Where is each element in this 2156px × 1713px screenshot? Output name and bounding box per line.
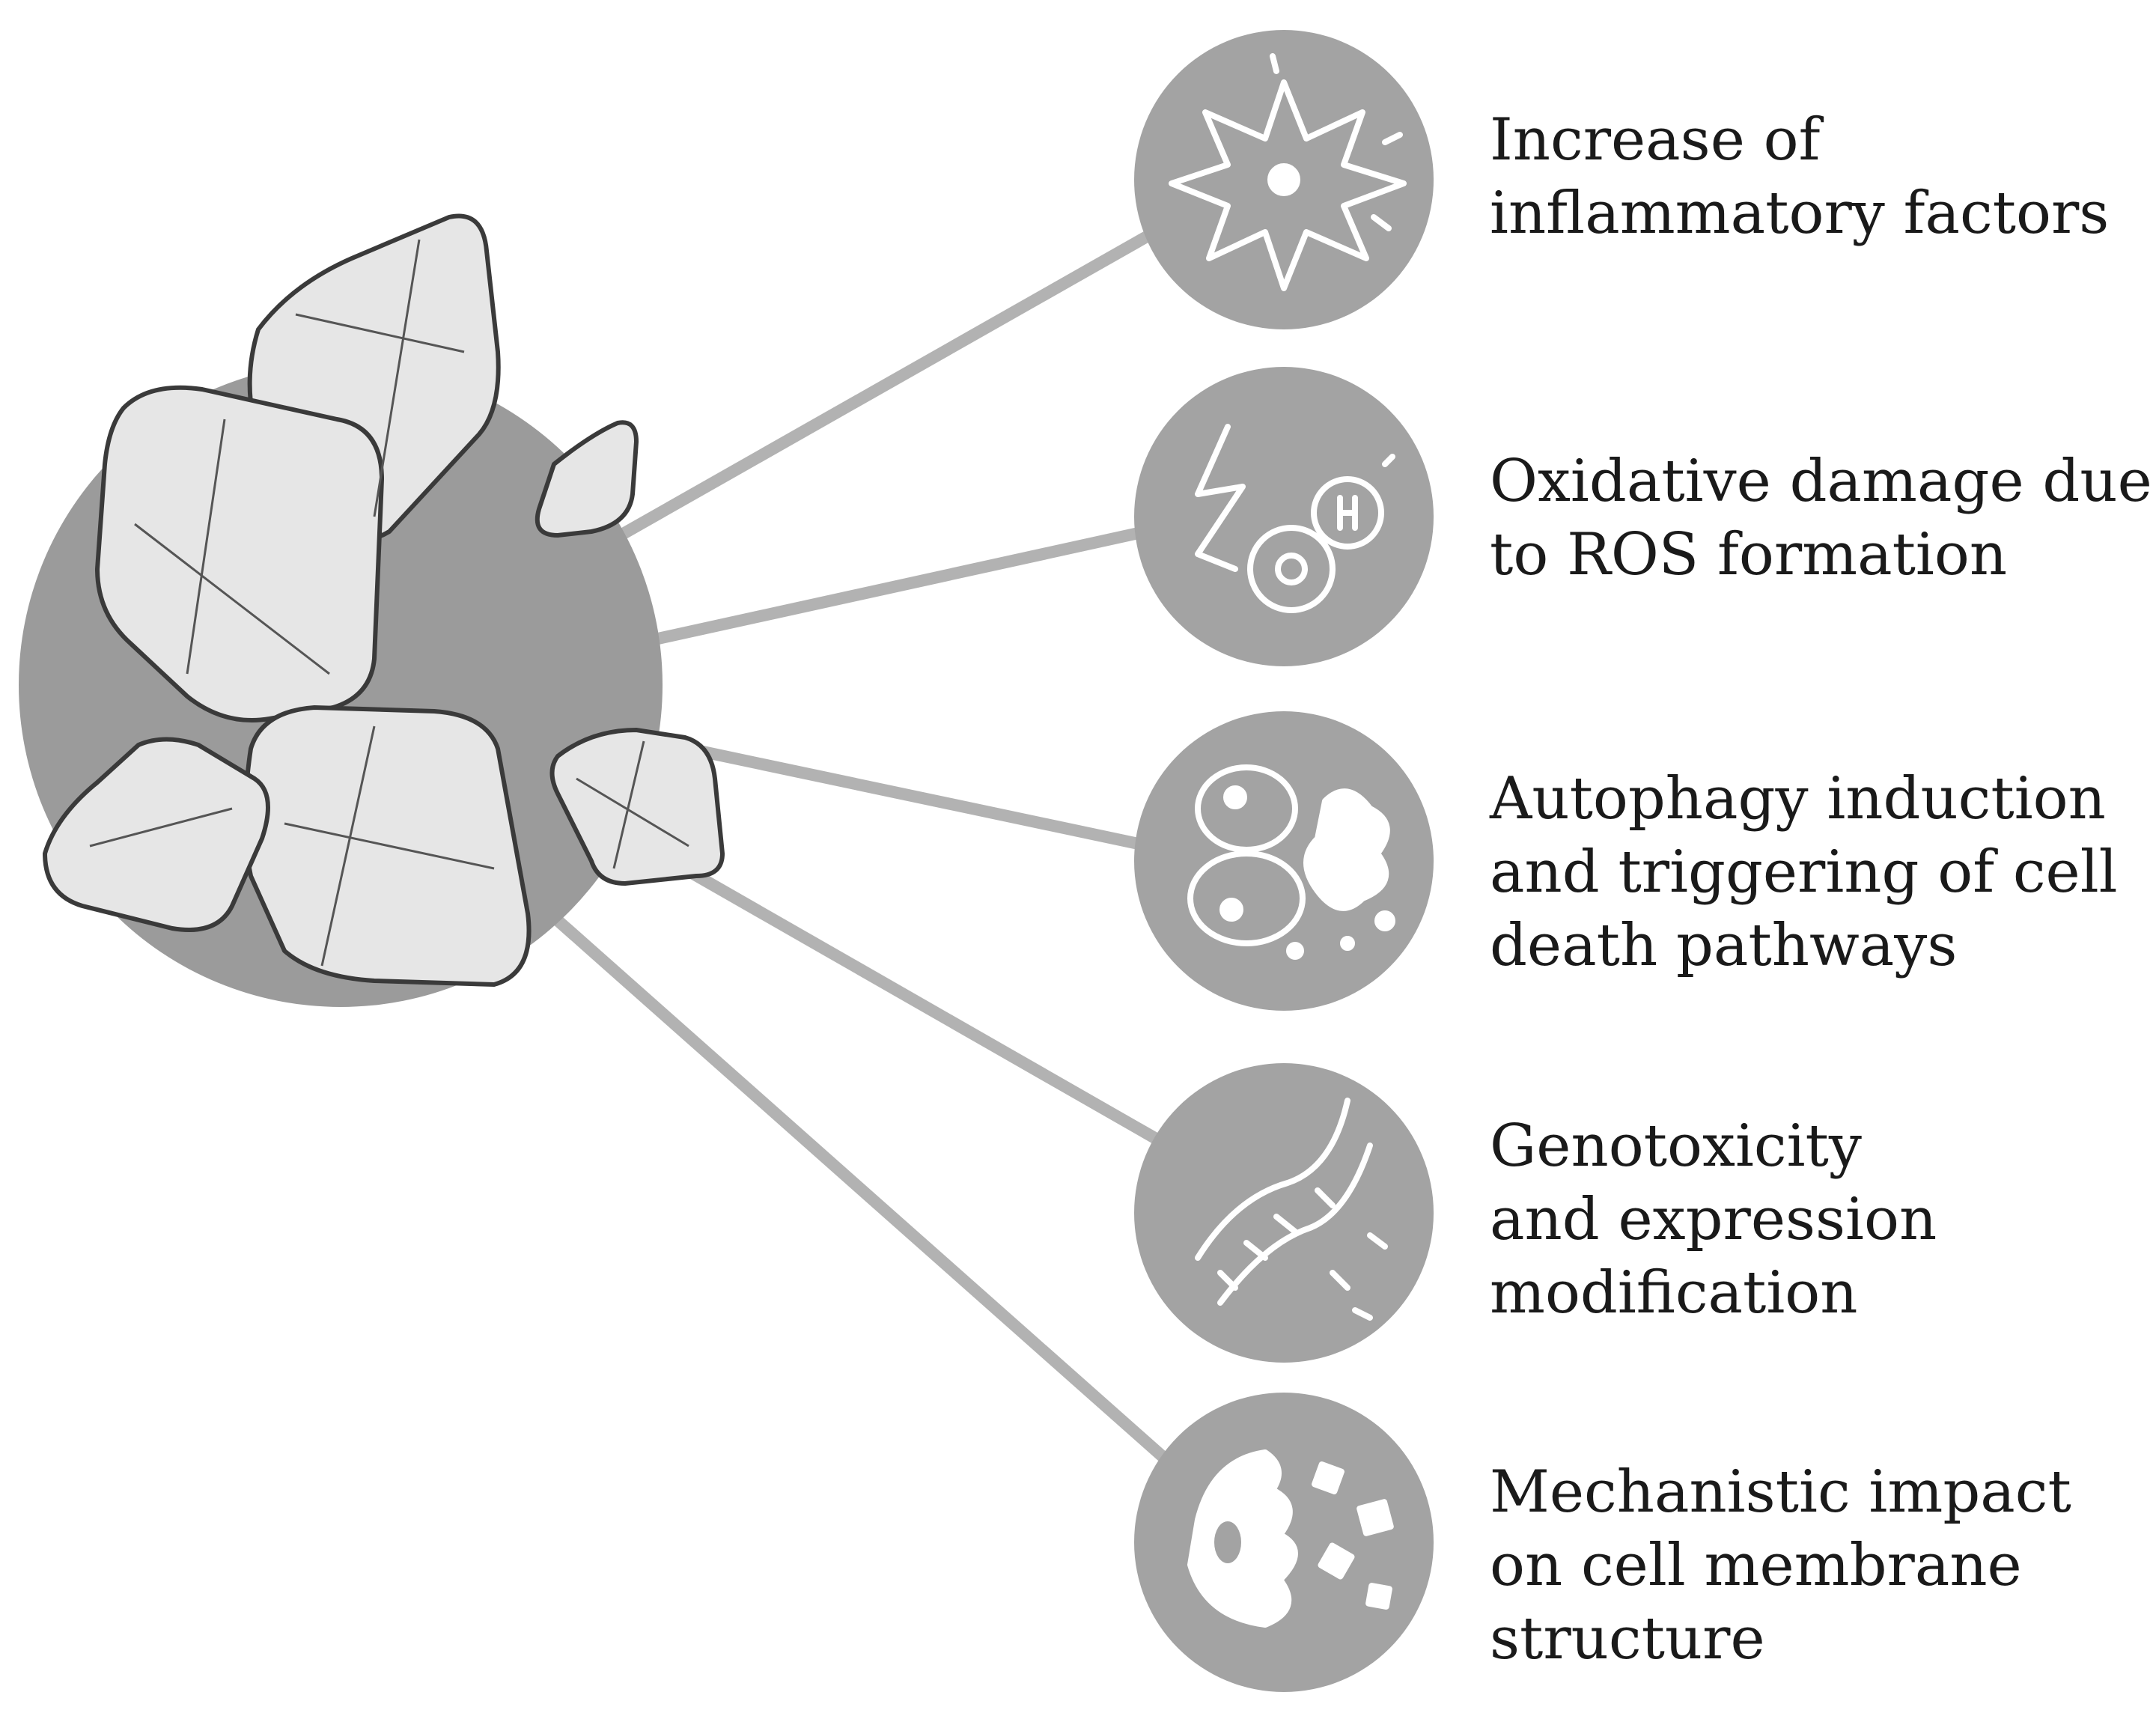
microplastic-particles-icon [43,213,725,987]
connector-line-1 [608,219,1174,545]
connector-line-3 [683,743,1155,852]
effect-label-line: Increase of [1490,106,1821,174]
effect-label-line: Mechanistic impact [1490,1458,2071,1526]
connector-line-2 [645,526,1151,646]
connector-line-5 [548,911,1185,1477]
effect-label-line: on cell membrane [1490,1532,2022,1599]
effect-label-line: to ROS formation [1490,521,2008,588]
effect-circle-3 [1134,711,1434,1011]
effect-label-line: structure [1490,1605,1765,1673]
effect-label-line: and triggering of cell [1490,839,2118,906]
inflamed-cell-icon [1169,53,1407,291]
effect-label-line: Autophagy induction [1490,765,2106,833]
particle-surface-lines [89,239,689,967]
dying-cell-icon [1187,764,1395,960]
dna-damage-icon [1195,1098,1388,1321]
effect-label-line: and expression [1490,1186,1937,1253]
effect-label-5: Mechanistic impact on cell membrane stru… [1490,1455,2149,1676]
effect-label-line: modification [1490,1259,1858,1327]
effect-label-1: Increase of inflammatory factors [1490,103,2149,250]
effect-label-3: Autophagy induction and triggering of ce… [1490,762,2149,982]
damaged-membrane-icon [1187,1449,1394,1628]
effect-circle-2 [1134,367,1434,666]
effect-label-line: inflammatory factors [1490,180,2110,247]
effect-label-line: Oxidative damage due [1490,448,2152,515]
effect-label-2: Oxidative damage due to ROS formation [1490,445,2152,591]
effect-label-line: death pathways [1490,912,1958,979]
effect-circle-4 [1134,1063,1434,1363]
connector-line-4 [672,859,1174,1151]
connector-lines [548,219,1185,1477]
ros-molecule-icon [1195,424,1395,613]
effect-label-4: Genotoxicity and expression modification [1490,1110,2149,1330]
effect-label-line: Genotoxicity [1490,1113,1862,1180]
